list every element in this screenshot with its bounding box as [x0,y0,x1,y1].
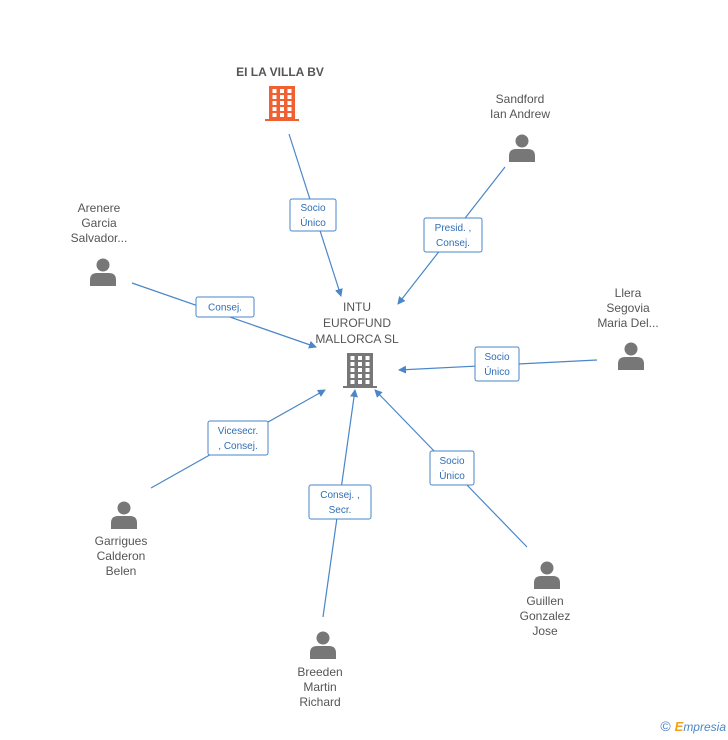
node-label-arenere-line-3[interactable]: Salvador... [71,231,128,245]
arenere-person-icon[interactable] [90,258,116,287]
node-label-guillen-line-1[interactable]: Guillen [526,594,563,608]
edge-label-llera-line-1: Socio [484,352,509,363]
llera-person-icon[interactable] [618,342,644,371]
node-label-breeden-line-3[interactable]: Richard [299,695,340,709]
node-label-llera-line-1[interactable]: Llera [615,286,642,300]
node-label-guillen-line-2[interactable]: Gonzalez [520,609,571,623]
edge-label-guillen-line-2: Único [439,469,465,482]
edge-label-breeden[interactable]: Consej. , Secr. [308,484,372,520]
node-label-breeden-line-1[interactable]: Breeden [297,665,342,679]
edge-label-sandford-line-2: Consej. [436,238,470,249]
edge-label-breeden-line-2: Secr. [329,505,352,516]
node-label-sandford-line-2[interactable]: Ian Andrew [490,107,550,121]
node-label-sandford-line-1[interactable]: Sandford [496,92,545,106]
edge-label-garrigues-line-1: Vicesecr. [218,426,258,437]
edge-label-garrigues[interactable]: Vicesecr. , Consej. [207,420,269,456]
edge-label-guillen-line-1: Socio [439,456,464,467]
brand-logo-initial: E [674,718,684,734]
edge-label-villa-line-2: Único [300,216,326,229]
edge-label-arenere[interactable]: Consej. [195,296,255,318]
edge-label-villa-line-1: Socio [300,203,325,214]
node-label-villa-line-1[interactable]: EI LA VILLA BV [236,65,324,79]
node-label-garrigues-line-3[interactable]: Belen [106,564,137,578]
sandford-person-icon[interactable] [509,134,535,163]
node-label-center-line-1[interactable]: INTU [343,300,371,314]
node-label-center-line-3[interactable]: MALLORCA SL [315,332,399,346]
node-label-garrigues-line-2[interactable]: Calderon [97,549,146,563]
edge-label-arenere-line-1: Consej. [208,303,242,314]
edge-label-garrigues-line-2: , Consej. [218,441,257,452]
edge-label-breeden-line-1: Consej. , [320,490,359,501]
brand-logo[interactable]: Empresia [675,719,726,734]
edge-label-llera-line-2: Único [484,365,510,378]
footer-brand[interactable]: © Empresia [660,718,726,734]
node-label-arenere-line-2[interactable]: Garcia [81,216,117,230]
garrigues-person-icon[interactable] [111,501,137,530]
breeden-person-icon[interactable] [310,631,336,660]
node-label-arenere-line-1[interactable]: Arenere [78,201,121,215]
nodes-layer: INTU EUROFUND MALLORCA SL EI LA VILLA BV San… [71,65,659,709]
guillen-person-icon[interactable] [534,561,560,590]
edge-label-sandford-line-1: Presid. , [435,223,472,234]
villa-building-icon[interactable] [265,86,299,121]
brand-logo-text: mpresia [683,719,726,734]
edge-label-sandford[interactable]: Presid. , Consej. [423,217,483,253]
node-label-breeden-line-2[interactable]: Martin [303,680,336,694]
node-label-center-line-2[interactable]: EUROFUND [323,316,391,330]
center-building-icon[interactable] [343,353,377,388]
copyright-symbol: © [660,718,671,734]
node-label-guillen-line-3[interactable]: Jose [532,624,558,638]
node-label-garrigues-line-1[interactable]: Garrigues [95,534,148,548]
node-label-llera-line-3[interactable]: Maria Del... [597,316,658,330]
node-label-llera-line-2[interactable]: Segovia [606,301,650,315]
